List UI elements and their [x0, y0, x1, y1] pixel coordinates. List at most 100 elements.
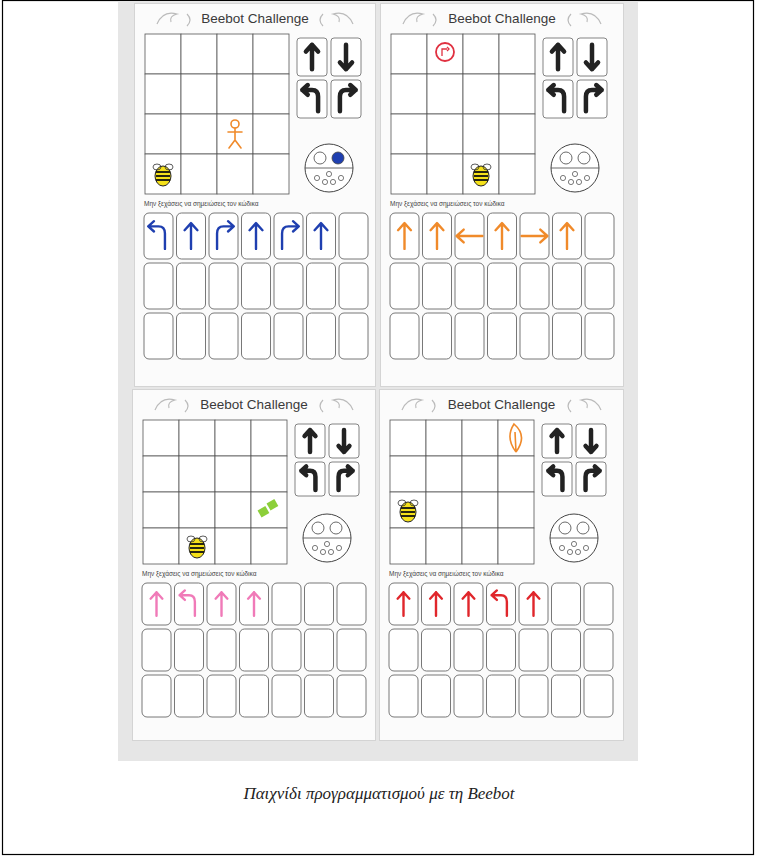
code-cell [390, 313, 419, 359]
code-cell [337, 629, 366, 671]
robot-key [314, 175, 319, 180]
code-cell [209, 313, 238, 359]
robot-key [336, 545, 341, 550]
title-ornament [320, 13, 353, 26]
beebot-robot [303, 514, 351, 562]
grid-cell [217, 74, 253, 114]
code-cell [209, 213, 238, 259]
arrow-mark [548, 85, 564, 111]
code-cell [455, 263, 484, 309]
code-cell [207, 629, 236, 671]
code-cell [488, 313, 517, 359]
command-button [331, 80, 361, 118]
grid-cell [462, 456, 498, 492]
grid-cell [498, 456, 534, 492]
robot-key [324, 541, 329, 546]
title-ornament [402, 399, 435, 412]
code-cell [177, 263, 206, 309]
code-cell [177, 313, 206, 359]
code-cell [274, 263, 303, 309]
arrow-mark [586, 85, 602, 111]
robot-key [576, 179, 581, 184]
code-cell [175, 629, 204, 671]
code-cell [242, 263, 271, 309]
code-cell [519, 675, 548, 717]
sheet-note: Μην ξεχάσεις να σημειώσεις τον κώδικα [390, 200, 504, 207]
code-cell [553, 213, 582, 259]
robot-eye [312, 522, 324, 534]
command-button [542, 424, 572, 458]
code-cell [207, 675, 236, 717]
arrow-mark [398, 592, 410, 616]
arrow-mark [340, 85, 356, 111]
command-button [542, 462, 572, 496]
command-button [331, 38, 361, 76]
bee-stripe [401, 507, 415, 509]
bee-wing [199, 536, 207, 542]
bee-stripe [156, 179, 170, 181]
code-cell [207, 583, 236, 625]
robot-eye [330, 522, 342, 534]
arrow-mark [552, 430, 563, 452]
grid-cell [145, 34, 181, 74]
grid-cell [215, 492, 251, 528]
arrow-mark [180, 590, 195, 615]
code-cell [142, 629, 171, 671]
bee-body [400, 502, 416, 522]
code-cell [305, 629, 334, 671]
code-cell [553, 263, 582, 309]
robot-eye [577, 522, 589, 534]
code-cell [142, 675, 171, 717]
grid-cell [427, 114, 463, 154]
arrow-mark [522, 230, 548, 243]
bee-stripe [156, 175, 170, 177]
grid-cell [215, 528, 251, 564]
code-cell [585, 263, 614, 309]
grid-cell [253, 154, 289, 194]
code-cell [307, 263, 336, 309]
code-cell [585, 213, 614, 259]
title-ornament [403, 13, 436, 26]
grid-cell [391, 74, 427, 114]
code-cell [389, 583, 418, 625]
bee-wing [398, 500, 406, 506]
code-cell [339, 263, 368, 309]
code-cell [339, 213, 368, 259]
grid-cell [179, 456, 215, 492]
grid-cell [215, 420, 251, 456]
code-cell [552, 583, 581, 625]
worksheet-drawing [381, 4, 623, 386]
code-cell [520, 213, 549, 259]
robot-key [572, 171, 577, 176]
grid-cell [427, 154, 463, 194]
code-cell [240, 629, 269, 671]
arrow-mark [528, 592, 540, 616]
code-cell [423, 213, 452, 259]
bee-stripe [474, 179, 488, 181]
arrow-mark [148, 221, 165, 249]
arrow-mark [430, 592, 442, 616]
grid-cell [217, 154, 253, 194]
arrow-mark [302, 85, 318, 111]
grid-cell [253, 34, 289, 74]
code-cell [423, 263, 452, 309]
grid-cell [217, 34, 253, 74]
arrow-mark [586, 430, 597, 452]
arrow-mark [463, 592, 475, 616]
title-ornament [568, 13, 601, 26]
bee-stripe [401, 515, 415, 517]
green-square [267, 499, 279, 510]
bee-wing [165, 164, 173, 170]
command-button [295, 462, 325, 496]
bee-body [473, 166, 489, 186]
code-cell [488, 213, 517, 259]
code-cell [422, 629, 451, 671]
photo-ground [118, 1, 638, 761]
arrow-mark [151, 592, 163, 616]
grid-cell [179, 420, 215, 456]
code-cell [175, 583, 204, 625]
grid-cell [253, 74, 289, 114]
code-cell [455, 213, 484, 259]
robot-eye [578, 152, 590, 164]
arrow-mark [301, 466, 315, 489]
